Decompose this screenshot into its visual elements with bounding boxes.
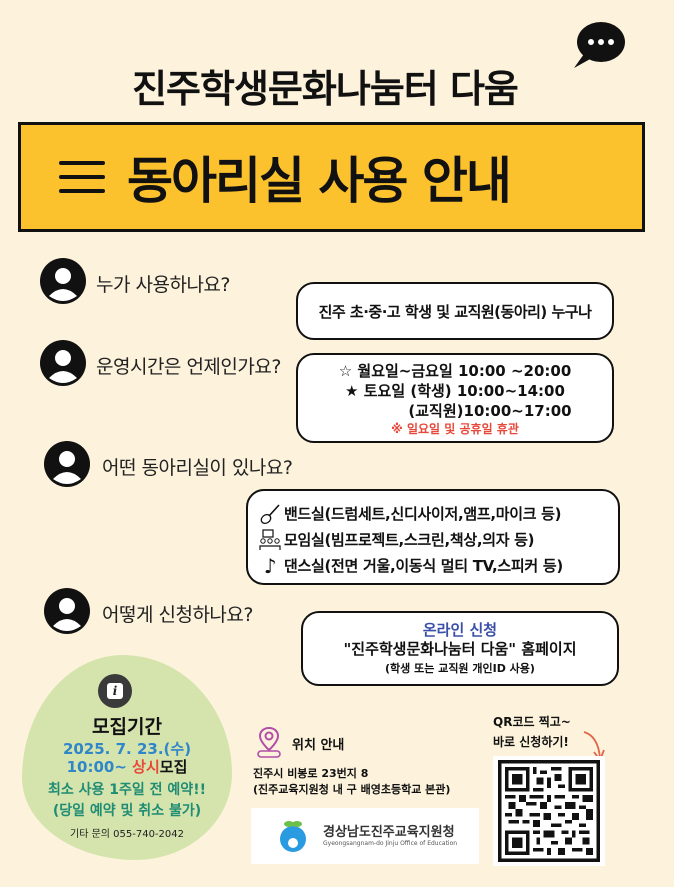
recruit-time-highlight: 상시 <box>132 758 160 776</box>
location-pin-icon <box>257 726 281 758</box>
homepage-text: "진주학생문화나눔터 다움" 홈페이지 <box>343 640 577 658</box>
answer-apply: 온라인 신청 "진주학생문화나눔터 다움" 홈페이지 (학생 또는 교직원 개인… <box>301 611 619 686</box>
question-who: 누가 사용하나요? <box>96 274 231 296</box>
menu-lines-icon <box>59 155 105 199</box>
info-icon: i <box>98 674 132 708</box>
qr-caption-2: 바로 신청하기! <box>493 735 569 749</box>
speech-bubble-icon <box>574 22 625 68</box>
avatar-icon <box>40 340 86 386</box>
answer-who-text: 진주 초·중·고 학생 및 교직원(동아리) 누구나 <box>318 302 592 321</box>
title-banner: 동아리실 사용 안내 <box>18 122 645 232</box>
answer-who: 진주 초·중·고 학생 및 교직원(동아리) 누구나 <box>296 282 614 340</box>
hours-weekday: ☆ 월요일~금요일 10:00 ~20:00 <box>338 362 572 380</box>
qr-code-image <box>498 760 600 862</box>
location-title: 위치 안내 <box>292 738 345 753</box>
music-note-icon: ♪ <box>263 554 277 578</box>
avatar-icon <box>40 258 86 304</box>
question-rooms: 어떤 동아리실이 있나요? <box>102 457 293 479</box>
org-name: 경상남도진주교육지원청 <box>323 824 455 840</box>
address-line-2: (진주교육지원청 내 구 배영초등학교 본관) <box>253 783 451 796</box>
hours-saturday-student: ★ 토요일 (학생) 10:00~14:00 <box>345 382 565 400</box>
recruit-time: 10:00~ 상시모집 <box>22 756 232 777</box>
room-meeting-label: 모임실(빔프로젝트,스크린,책상,의자 등) <box>284 531 535 549</box>
room-band: 밴드실(드럼세트,신디사이저,앰프,마이크 등) <box>258 501 618 527</box>
reservation-note: 최소 사용 1주일 전 예약!! <box>48 782 206 798</box>
meeting-icon <box>259 529 281 550</box>
answer-rooms: 밴드실(드럼세트,신디사이저,앰프,마이크 등) 모임실(빔프로젝트,스크린,책… <box>246 489 620 585</box>
recruit-time-start: 10:00~ <box>66 758 133 776</box>
hours-saturday-staff: (교직원)10:00~17:00 <box>408 402 572 420</box>
answer-hours: ☆ 월요일~금요일 10:00 ~20:00 ★ 토요일 (학생) 10:00~… <box>296 353 614 443</box>
org-logo: 경상남도진주교육지원청 Gyeongsangnam-do Jinju Offic… <box>251 808 479 864</box>
main-title: 진주학생문화나눔터 다움 <box>132 67 519 111</box>
id-note: (학생 또는 교직원 개인ID 사용) <box>385 662 535 675</box>
avatar-icon <box>44 441 90 487</box>
cancellation-note: (당일 예약 및 취소 불가) <box>52 803 202 819</box>
room-meeting: 모임실(빔프로젝트,스크린,책상,의자 등) <box>258 527 618 553</box>
guitar-icon <box>260 504 280 525</box>
qr-caption-1: QR코드 찍고~ <box>493 715 571 729</box>
room-dance-label: 댄스실(전면 거울,이동식 멀티 TV,스피커 등) <box>284 557 563 575</box>
address-line-1: 진주시 비봉로 23번지 8 <box>253 767 369 780</box>
avatar-icon <box>44 588 90 634</box>
banner-title: 동아리실 사용 안내 <box>127 152 512 210</box>
recruit-time-suffix: 모집 <box>159 758 188 776</box>
question-hours: 운영시간은 언제인가요? <box>96 356 281 378</box>
recruit-title: 모집기간 <box>92 716 162 738</box>
room-band-label: 밴드실(드럼세트,신디사이저,앰프,마이크 등) <box>284 505 562 523</box>
org-name-en: Gyeongsangnam-do Jinju Office of Educati… <box>323 839 458 847</box>
room-dance: ♪ 댄스실(전면 거울,이동식 멀티 TV,스피커 등) <box>258 553 618 579</box>
online-apply-title: 온라인 신청 <box>422 621 498 639</box>
recruit-date: 2025. 7. 23.(수) <box>62 740 192 758</box>
question-apply: 어떻게 신청하나요? <box>102 604 253 626</box>
contact-info: 기타 문의 055-740-2042 <box>70 829 184 840</box>
org-emblem-icon <box>280 821 306 852</box>
closed-note: ※ 일요일 및 공휴일 휴관 <box>391 422 519 436</box>
qr-code[interactable] <box>493 756 605 866</box>
